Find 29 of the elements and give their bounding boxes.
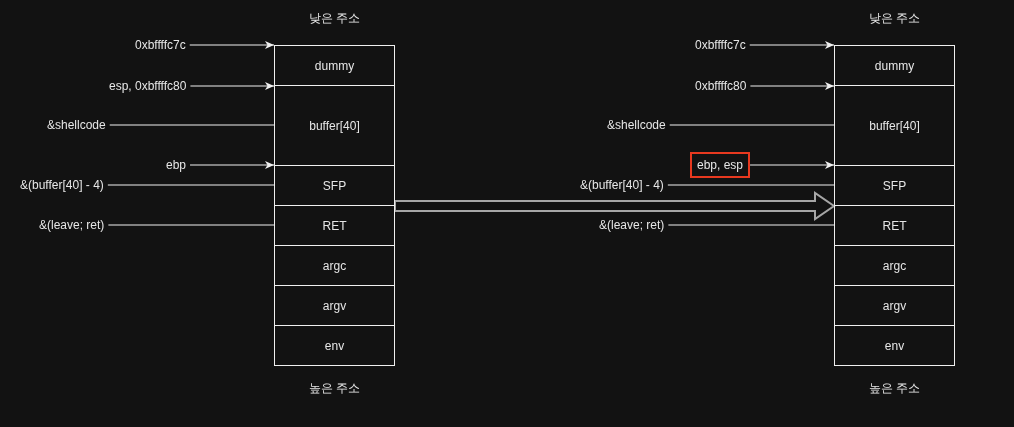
stack-end-label: 높은 주소	[308, 381, 360, 395]
pointer-label: 0xbffffc7c	[691, 38, 750, 52]
pointer-label: &(buffer[40] - 4)	[576, 178, 668, 192]
pointer-label: esp, 0xbffffc80	[105, 79, 191, 93]
arrow	[189, 41, 275, 49]
connector-line	[667, 224, 835, 226]
arrow	[749, 161, 835, 169]
pointer-label: &shellcode	[603, 118, 670, 132]
transition-arrow	[394, 191, 836, 221]
pointer-label: &shellcode	[43, 118, 110, 132]
pointer-label: &(buffer[40] - 4)	[16, 178, 108, 192]
arrow	[749, 41, 835, 49]
pointer-label: &(leave; ret)	[595, 218, 669, 232]
stack-end-label: 낮은 주소	[868, 11, 920, 25]
stack-end-label: 낮은 주소	[308, 11, 360, 25]
connector-line	[669, 124, 835, 126]
pointer-label: &(leave; ret)	[35, 218, 109, 232]
arrow	[189, 82, 275, 90]
highlighted-label: ebp, esp	[690, 152, 751, 178]
connector-line	[109, 124, 275, 126]
pointer-label: 0xbffffc80	[691, 79, 751, 93]
arrow	[189, 161, 275, 169]
connector-line	[107, 184, 275, 186]
pointer-label: 0xbffffc7c	[131, 38, 190, 52]
arrow	[749, 82, 835, 90]
pointer-label: ebp	[162, 158, 191, 172]
connector-line	[667, 184, 835, 186]
stack-end-label: 높은 주소	[868, 381, 920, 395]
connector-line	[107, 224, 275, 226]
